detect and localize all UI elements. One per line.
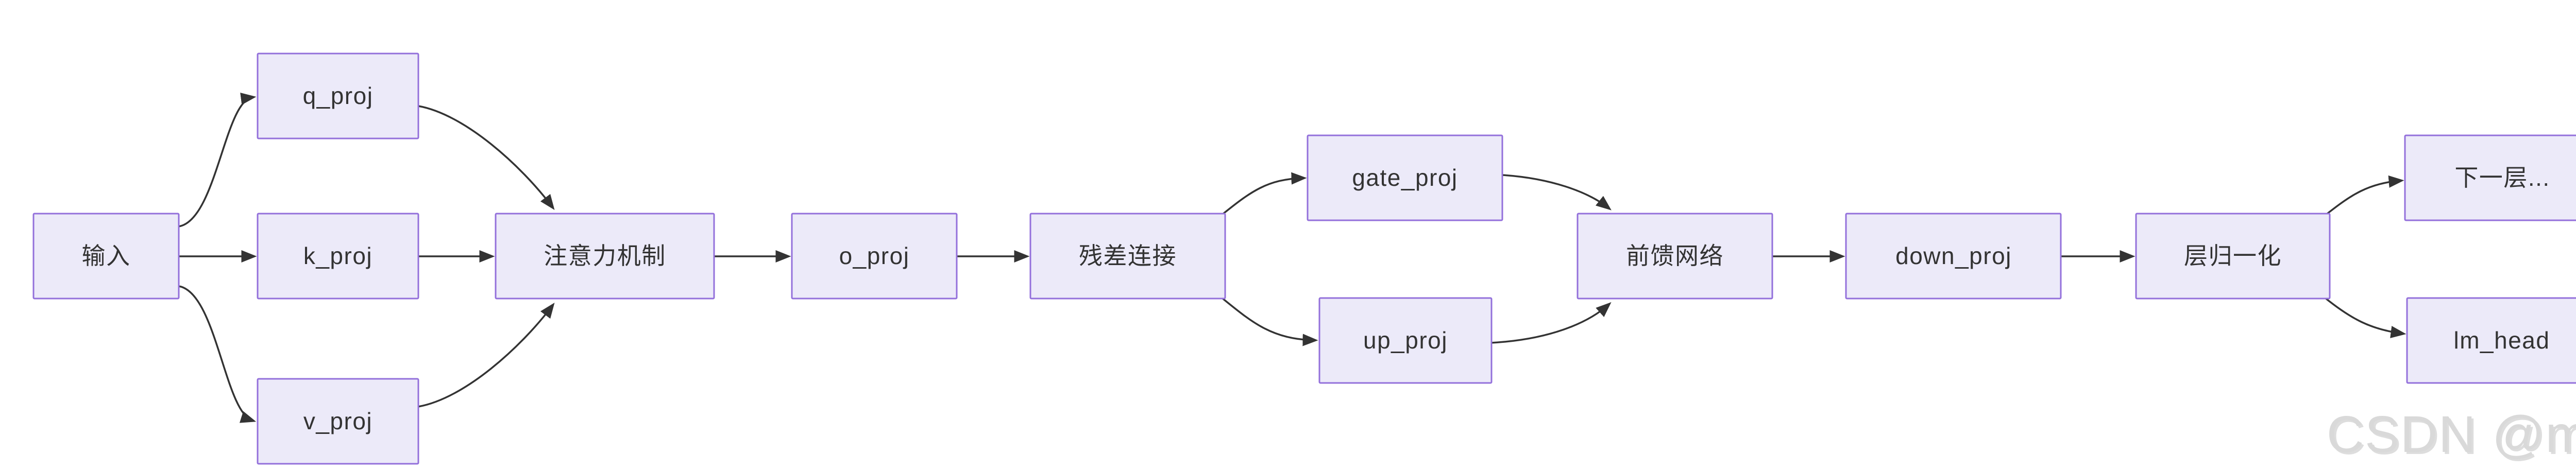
- node-layer: 输入 q_proj k_proj v_proj 注意力机制 o_proj 残差连…: [32, 53, 2576, 465]
- node-gate-proj: gate_proj: [1307, 134, 1503, 221]
- node-v-proj: v_proj: [257, 378, 419, 465]
- node-attention-box: [495, 213, 715, 300]
- node-ffn-label: 前馈网络: [1626, 242, 1724, 269]
- node-lm-head: lm_head: [2406, 297, 2576, 384]
- node-residual: 残差连接: [1029, 213, 1226, 300]
- node-input-box: [32, 213, 180, 300]
- edge-q-proj-to-attention: [418, 105, 555, 210]
- node-input: 输入: [32, 213, 180, 300]
- node-gate-proj-label: gate_proj: [1352, 164, 1458, 191]
- node-layernorm: 层归一化: [2135, 213, 2331, 300]
- edge-residual-to-up-proj: [1221, 297, 1318, 346]
- node-up-proj: up_proj: [1318, 297, 1493, 384]
- node-down-proj: down_proj: [1845, 213, 2062, 300]
- node-residual-label: 残差连接: [1079, 242, 1177, 269]
- edge-gate-proj-to-ffn: [1502, 174, 1612, 211]
- node-ffn: 前馈网络: [1577, 213, 1773, 300]
- edge-input-to-v-proj: [178, 285, 257, 423]
- node-attention-label: 注意力机制: [544, 242, 666, 269]
- node-lm-head-label: lm_head: [2454, 327, 2550, 354]
- node-layernorm-box: [2135, 213, 2331, 300]
- node-o-proj-label: o_proj: [839, 242, 910, 269]
- node-up-proj-box: [1318, 297, 1493, 384]
- node-up-proj-label: up_proj: [1363, 327, 1448, 354]
- edge-layernorm-to-next-layer: [2326, 175, 2404, 215]
- csdn-watermark: CSDN @minhuan@智循AI: [2327, 406, 2576, 463]
- node-k-proj-label: k_proj: [303, 242, 372, 269]
- node-residual-box: [1029, 213, 1226, 300]
- node-q-proj-label: q_proj: [303, 82, 374, 109]
- watermark-layer: CSDN @minhuan@智循AI CSDN @minhuan@智循AI 掘金…: [2327, 406, 2576, 465]
- csdn-watermark-shadow: CSDN @minhuan@智循AI: [2329, 408, 2576, 465]
- node-o-proj-box: [791, 213, 958, 300]
- edge-up-proj-to-ffn: [1490, 302, 1612, 344]
- edge-layer: [178, 93, 2406, 423]
- node-v-proj-box: [257, 378, 419, 465]
- node-v-proj-label: v_proj: [303, 408, 372, 434]
- node-k-proj: k_proj: [257, 213, 419, 300]
- node-next-layer: 下一层...: [2404, 134, 2576, 221]
- node-q-proj-box: [257, 53, 419, 139]
- node-q-proj: q_proj: [257, 53, 419, 139]
- node-gate-proj-box: [1307, 134, 1503, 221]
- edge-input-to-q-proj: [178, 93, 257, 228]
- edge-v-proj-to-attention: [418, 303, 555, 408]
- node-layernorm-label: 层归一化: [2184, 242, 2282, 269]
- node-next-layer-box: [2404, 134, 2576, 221]
- node-k-proj-box: [257, 213, 419, 300]
- edge-layernorm-to-lm-head: [2324, 296, 2406, 338]
- node-down-proj-box: [1845, 213, 2062, 300]
- node-down-proj-label: down_proj: [1895, 242, 2012, 269]
- node-next-layer-label: 下一层...: [2454, 164, 2550, 191]
- node-ffn-box: [1577, 213, 1773, 300]
- node-o-proj: o_proj: [791, 213, 958, 300]
- node-input-label: 输入: [82, 242, 131, 269]
- node-lm-head-box: [2406, 297, 2576, 384]
- node-attention: 注意力机制: [495, 213, 715, 300]
- edge-residual-to-gate-proj: [1221, 172, 1307, 216]
